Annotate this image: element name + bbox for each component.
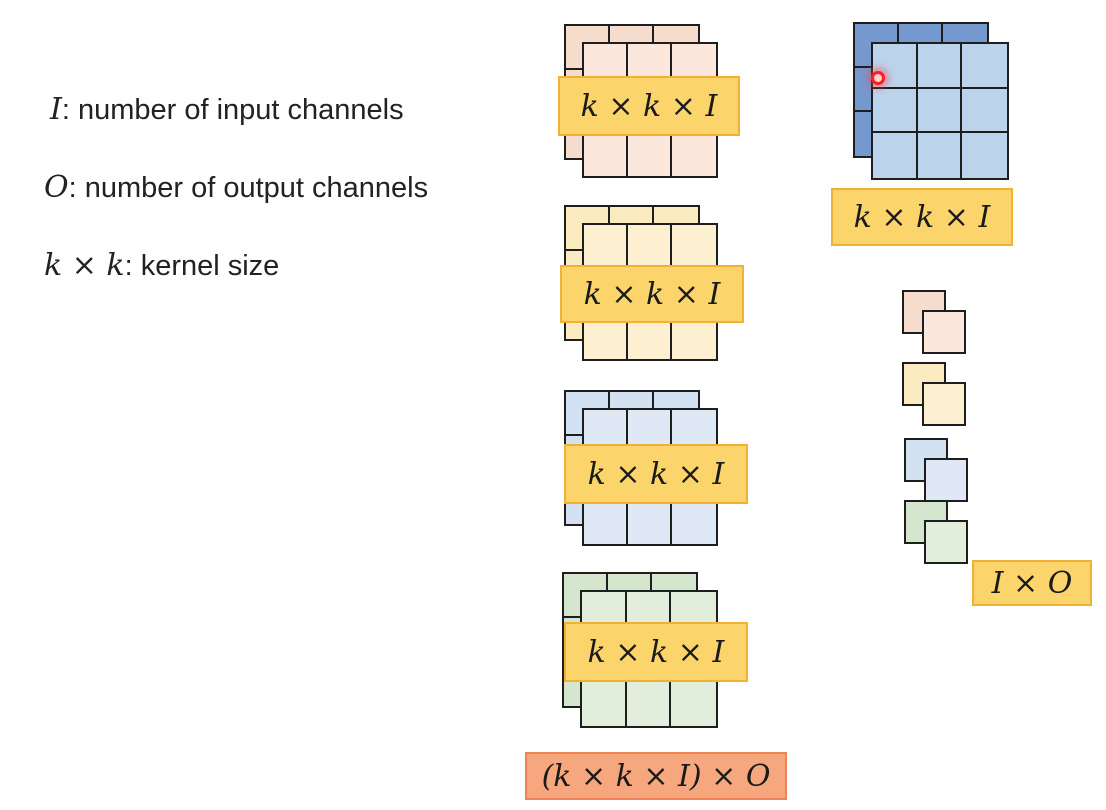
kernel-symbol: k × k [44,248,125,283]
pointer-cursor-icon [871,71,885,85]
input-symbol: I [50,92,62,127]
pointwise-1-front [922,310,966,354]
filter-4-label: k × k × I [564,622,748,682]
pointwise-label: I × O [972,560,1092,606]
pointwise-2-front [922,382,966,426]
kernel-description: : kernel size [124,250,280,282]
filter-2-label: k × k × I [560,265,744,323]
depthwise-front-layer [871,42,1009,180]
definition-kernel-size: k × k: kernel size [44,248,279,283]
pointwise-4-front [924,520,968,564]
definition-output-channels: O: number of output channels [44,170,428,205]
input-description: : number of input channels [61,94,404,126]
filter-3-label: k × k × I [564,444,748,504]
pointwise-3-front [924,458,968,502]
depthwise-filter-label: k × k × I [831,188,1013,246]
output-description: : number of output channels [68,172,429,204]
output-symbol: O [44,170,69,205]
filters-total-label: (k × k × I) × O [525,752,787,800]
filter-1-label: k × k × I [558,76,740,136]
definition-input-channels: I: number of input channels [50,92,404,127]
